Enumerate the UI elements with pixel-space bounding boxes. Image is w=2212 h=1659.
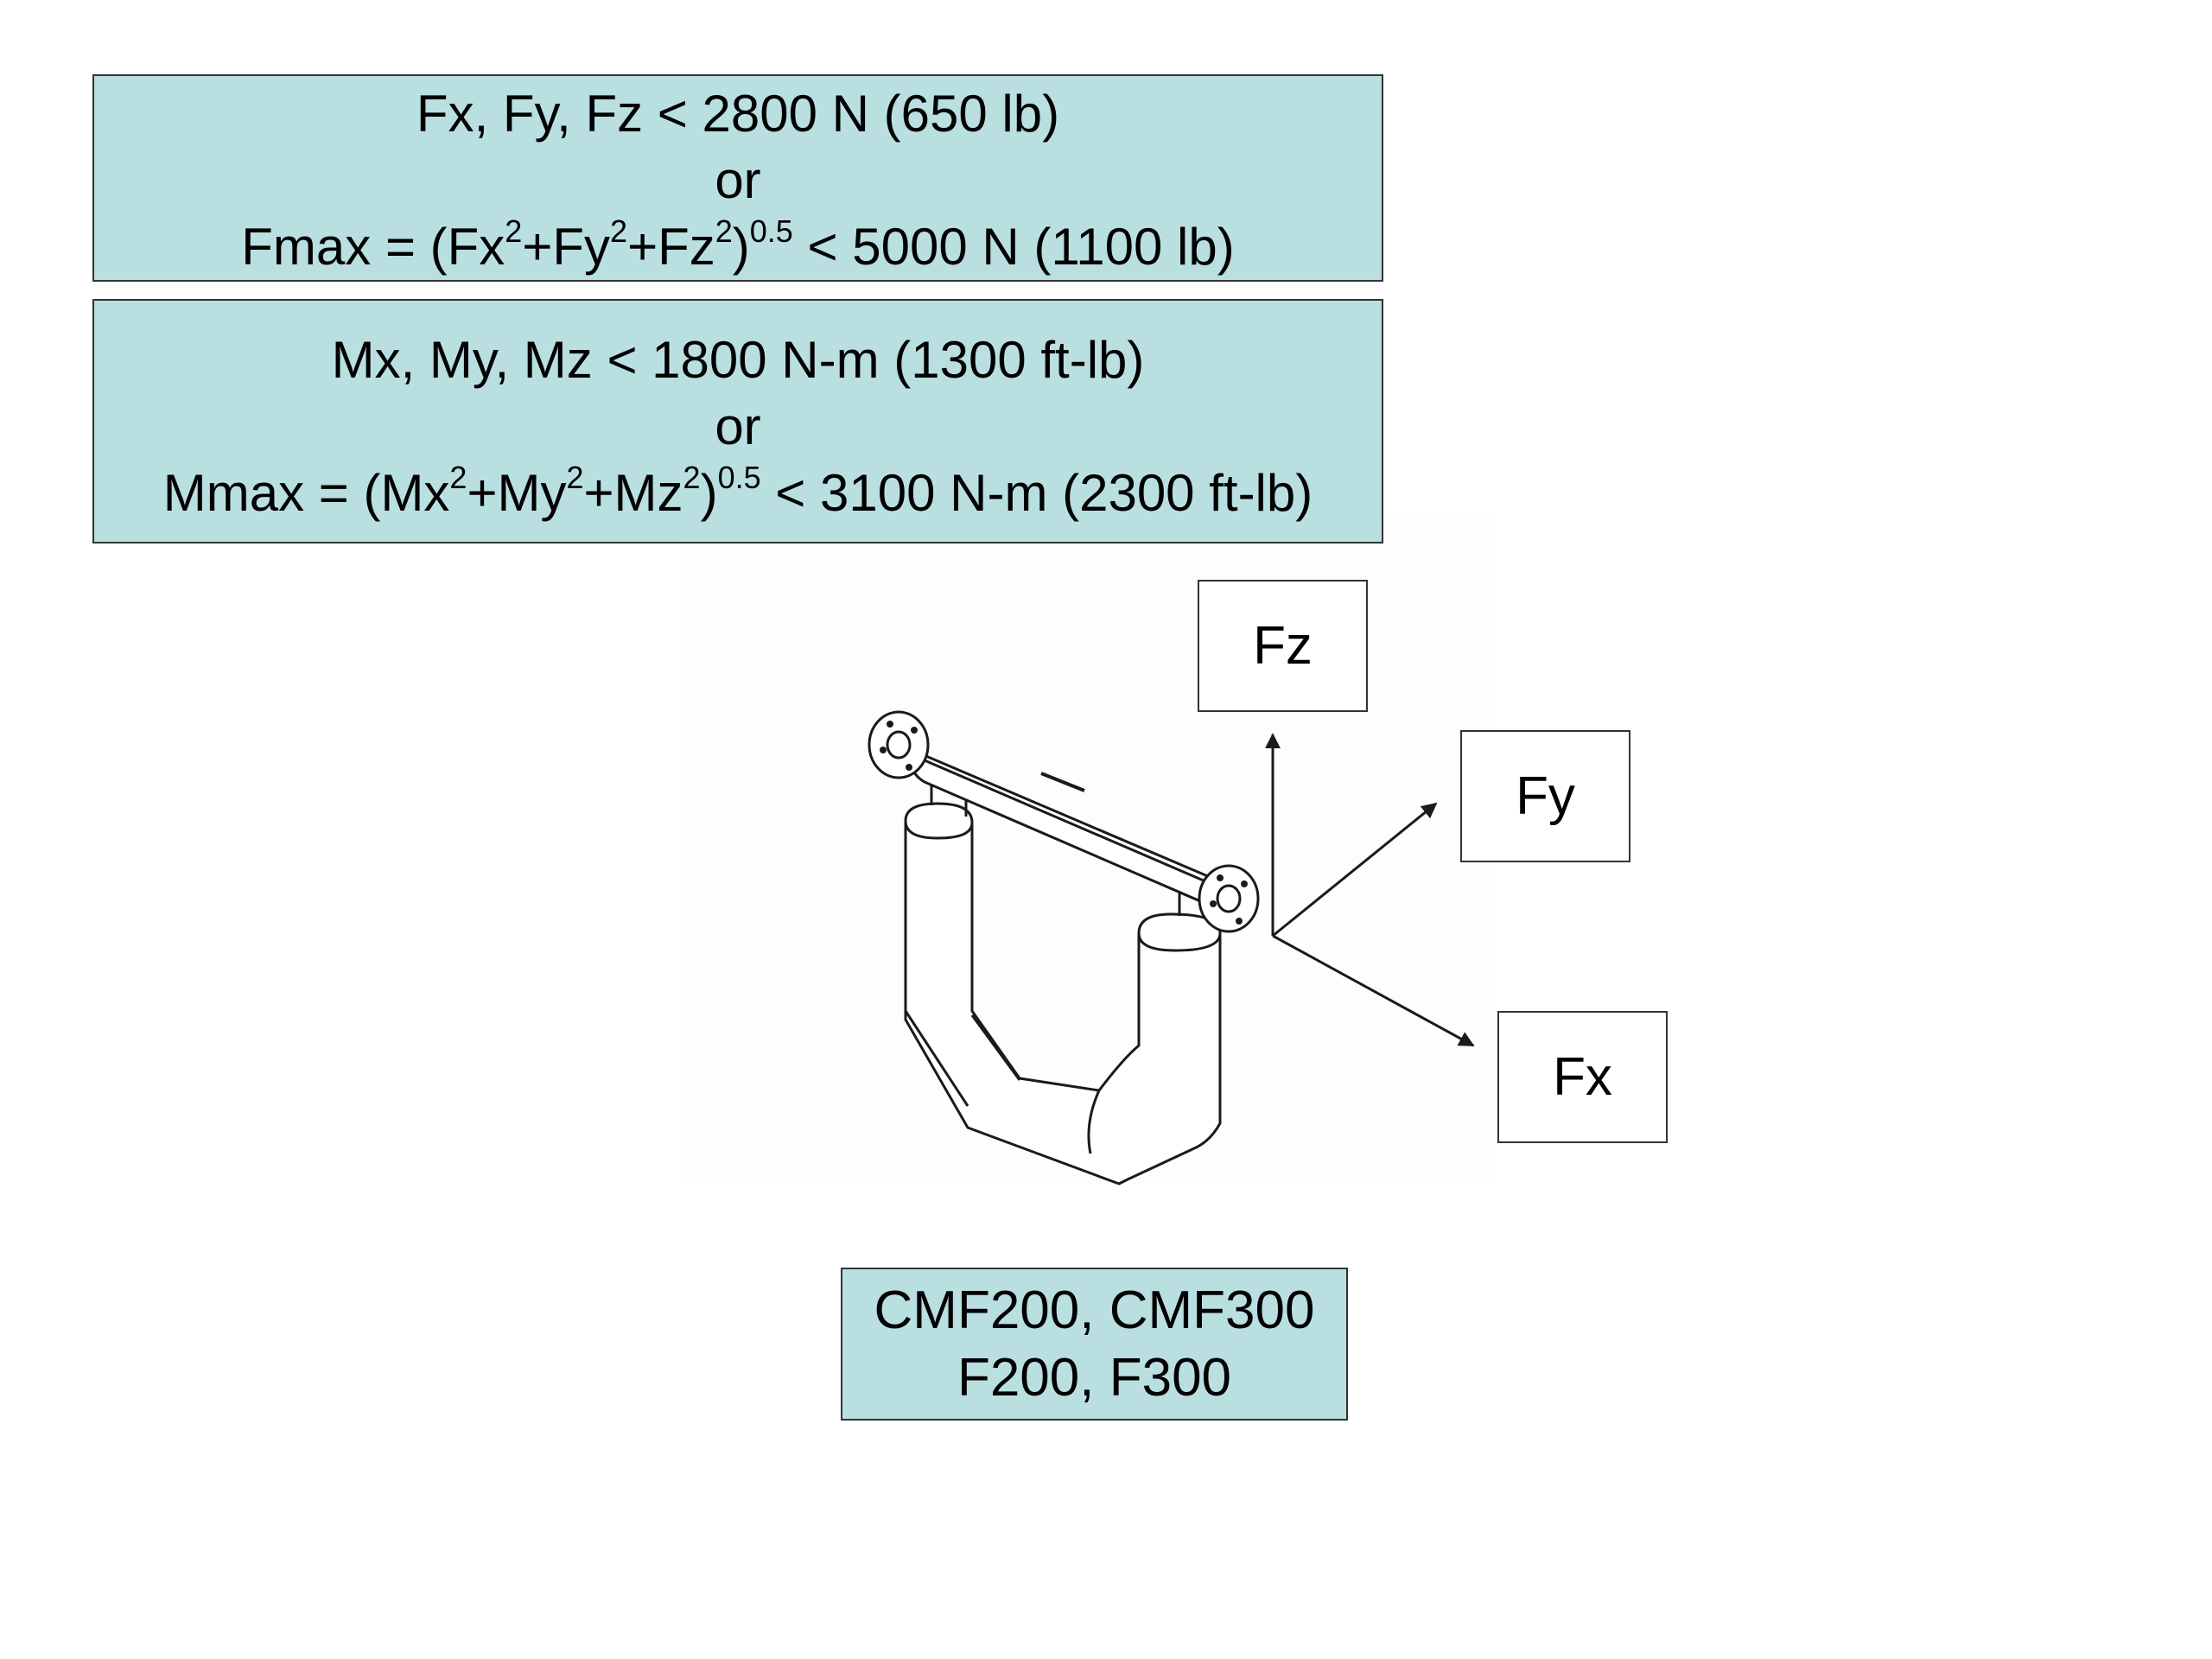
pipe-highlight (924, 759, 1206, 883)
axis-arrows (1265, 733, 1475, 1047)
mmax-formula: Mmax = (Mx2+My2+Mz2)0.5 < 3100 N-m (2300… (162, 459, 1313, 522)
fy-label-box: Fy (1460, 730, 1630, 862)
u-tube-inner-left (904, 820, 974, 840)
fmax-formula: Fmax = (Fx2+Fy2+Fz2)0.5 < 5000 N (1100 l… (241, 213, 1235, 276)
model-list-box: CMF200, CMF300 F200, F300 (841, 1268, 1348, 1421)
u-tube-body (904, 802, 1222, 1185)
force-or-text: or (715, 151, 761, 209)
moment-limit-line: Mx, My, Mz < 1800 N-m (1300 ft-lb) (331, 331, 1145, 389)
flange-right-bore (1216, 884, 1242, 913)
fx-arrow (1272, 934, 1475, 1047)
u-tube-inner-right (1137, 932, 1222, 952)
u-tube-bend-right (1087, 1090, 1101, 1154)
flow-mark (1040, 772, 1085, 792)
moment-or-text: or (715, 397, 761, 455)
force-limits-box: Fx, Fy, Fz < 2800 N (650 lb) or Fmax = (… (92, 74, 1383, 282)
fy-label: Fy (1516, 766, 1575, 826)
force-limit-line: Fx, Fy, Fz < 2800 N (650 lb) (416, 85, 1060, 143)
flowmeter-icon (868, 710, 1260, 1185)
model-line-1: CMF200, CMF300 (874, 1281, 1315, 1340)
fx-label: Fx (1553, 1047, 1612, 1107)
model-line-2: F200, F300 (957, 1348, 1232, 1408)
fy-arrow (1272, 802, 1438, 938)
u-tube-bend-left (904, 1010, 969, 1107)
moment-limits-box: Mx, My, Mz < 1800 N-m (1300 ft-lb) or Mm… (92, 299, 1383, 543)
fz-label-box: Fz (1198, 580, 1368, 712)
fz-label: Fz (1253, 616, 1313, 676)
flange-left-bore (886, 730, 912, 760)
u-tube-bottom-inner (970, 1014, 1021, 1081)
fx-label-box: Fx (1497, 1011, 1668, 1143)
